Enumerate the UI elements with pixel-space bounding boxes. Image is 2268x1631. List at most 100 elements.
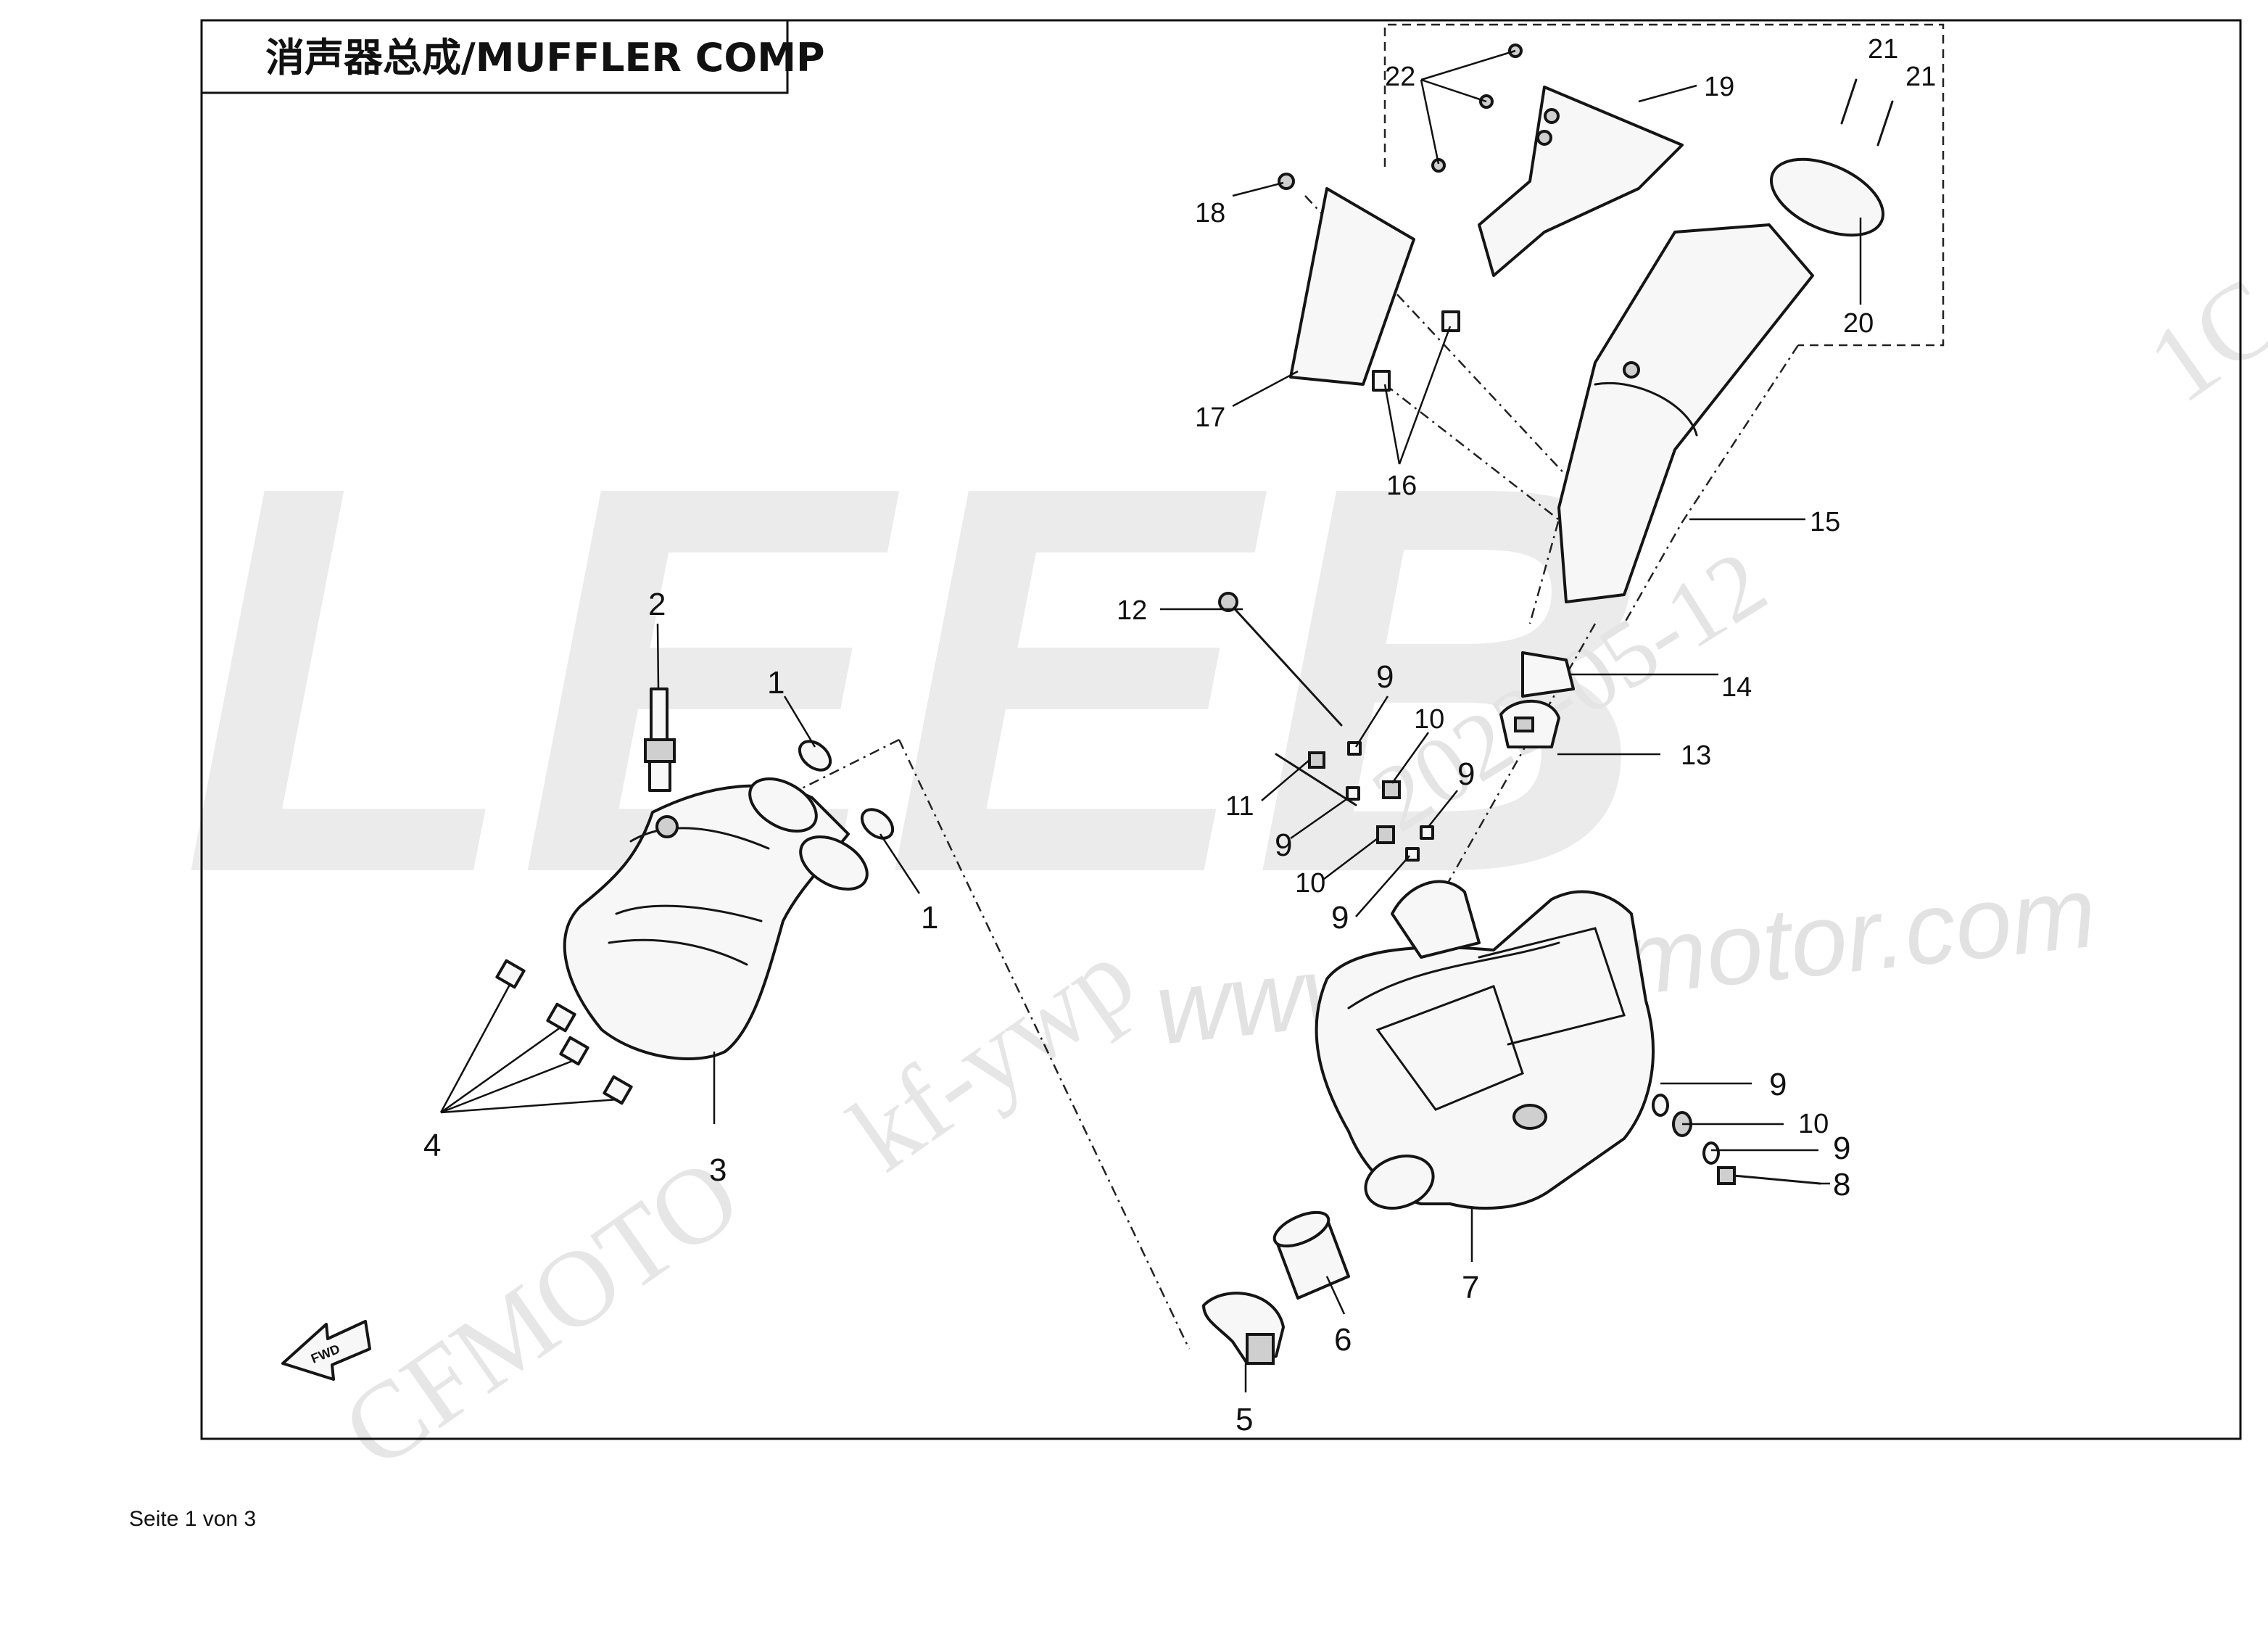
nut-d [603, 1075, 633, 1105]
heat-shield-19 [1478, 86, 1684, 277]
heat-shield-assembly-outline [1383, 23, 1945, 347]
screw-18 [1278, 173, 1295, 190]
washer-9c [1420, 825, 1434, 840]
clip-16a [1441, 310, 1460, 332]
long-bolt-head [1218, 592, 1238, 612]
bracket-hardware [1275, 741, 1434, 862]
sensor-hex [644, 738, 676, 763]
muffler-outlet-pipe [1391, 880, 1481, 959]
callout-1b: 1 [921, 900, 938, 936]
callout-9c: 9 [1457, 756, 1475, 792]
washer-9d [1652, 1094, 1669, 1117]
callout-22: 22 [1385, 62, 1415, 92]
callout-9a: 9 [1376, 659, 1394, 695]
muffler-channel [1478, 927, 1626, 1046]
callout-9b: 9 [1275, 827, 1292, 863]
nut-b [546, 1002, 576, 1033]
end-cap-screw-21a [1840, 78, 1858, 125]
callout-2: 2 [648, 587, 666, 622]
joint-clamp-bolt [1514, 717, 1534, 732]
muffler-mount-hardware [1652, 1094, 1821, 1185]
side-heat-shield [1278, 173, 1415, 386]
callout-21b: 21 [1905, 62, 1936, 92]
leader-11 [1261, 759, 1310, 801]
callout-10c: 10 [1798, 1109, 1829, 1139]
header-bend-3 [629, 827, 770, 850]
bolt-8-head [1717, 1166, 1736, 1185]
nut-a [495, 959, 526, 989]
side-shield-17 [1289, 187, 1415, 386]
oxygen-sensor [644, 688, 676, 792]
leader-6 [1325, 1276, 1346, 1315]
header-flange-1 [748, 777, 818, 833]
leader-9a [1354, 695, 1389, 748]
callout-3: 3 [709, 1152, 727, 1188]
rubber-10a [1382, 780, 1401, 799]
leader-22b [1420, 78, 1487, 103]
nut-c [559, 1036, 589, 1066]
end-can-body [1557, 223, 1814, 603]
header-bend-2 [608, 938, 748, 966]
washer-9b [1346, 786, 1360, 801]
sensor-boss [655, 815, 679, 838]
watermark-corner: 1C [2127, 255, 2268, 426]
callout-5: 5 [1236, 1402, 1253, 1437]
clamp-axis-line [898, 739, 1191, 1350]
leader-lines [439, 49, 1862, 1392]
callout-1a: 1 [767, 665, 785, 701]
shield-vent-2 [1536, 130, 1552, 146]
gasket-1a [798, 740, 832, 772]
bolt-8-shank [1724, 1173, 1821, 1185]
end-cap-20 [1769, 157, 1885, 237]
long-bolt [1218, 592, 1343, 727]
callout-16: 16 [1386, 471, 1417, 501]
pipe-clamp [1202, 1292, 1285, 1365]
callout-15: 15 [1810, 507, 1840, 537]
washer-9f [1405, 847, 1420, 862]
callout-13: 13 [1681, 740, 1711, 771]
header-bend-1 [615, 904, 763, 922]
callout-20: 20 [1843, 308, 1874, 339]
joint-sleeve-14 [1521, 651, 1575, 698]
upper-heat-shield [1478, 86, 1684, 277]
leader-1b [879, 833, 921, 894]
header-nuts [495, 959, 633, 1105]
end-cap-screw-21b [1876, 100, 1894, 146]
callout-11: 11 [1225, 791, 1254, 822]
callout-18: 18 [1195, 198, 1225, 228]
leader-9f [1355, 855, 1410, 917]
sensor-thread [648, 760, 671, 792]
end-can [1557, 223, 1814, 603]
muffler-panel [1375, 985, 1524, 1111]
front-arrow-icon: FWD [281, 1320, 371, 1381]
callout-labels: 1 1 2 3 4 5 6 7 8 9 9 9 9 9 9 10 10 10 1… [423, 34, 1936, 1437]
muffler-inlet [1364, 1155, 1435, 1210]
leader-1a [783, 695, 816, 748]
tailpipe-outline-right [1623, 344, 1800, 624]
callout-9f: 9 [1331, 900, 1349, 936]
bolt-11-shank [1275, 753, 1357, 806]
gasket-1b [860, 808, 895, 840]
front-arrow-shape [281, 1320, 371, 1381]
leader-19 [1638, 84, 1697, 103]
leader-16b [1398, 326, 1452, 465]
callout-21a: 21 [1868, 34, 1898, 65]
end-can-rivet [1623, 361, 1640, 379]
washer-9e [1702, 1141, 1720, 1165]
header-body [563, 784, 850, 1060]
clamp-bolt-block [1246, 1333, 1275, 1365]
watermark-brand-logo: LEEB [181, 372, 1651, 988]
clip-axis-line [1384, 384, 1581, 537]
leader-4c [440, 1059, 575, 1114]
leader-16a [1383, 384, 1401, 465]
callout-6: 6 [1334, 1322, 1352, 1358]
long-bolt-shank [1227, 600, 1343, 727]
rubber-10b [1376, 825, 1395, 844]
clip-16b [1372, 370, 1391, 392]
leader-9b [1290, 796, 1349, 840]
exhaust-header-pipe [563, 777, 869, 1060]
diagram-title: 消声器总成/MUFFLER COMP [265, 35, 825, 80]
leader-18 [1232, 181, 1284, 197]
title-box [202, 20, 789, 94]
